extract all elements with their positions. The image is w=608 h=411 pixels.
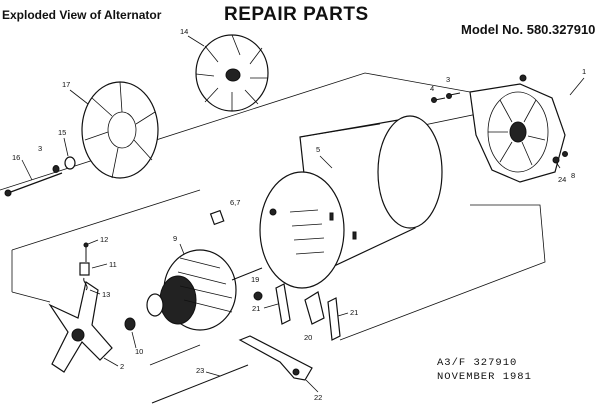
- callout-5: 5: [316, 145, 320, 154]
- connector-part: [209, 209, 225, 226]
- callout-13: 13: [102, 290, 110, 299]
- rotor-part: [146, 249, 263, 331]
- model-number: Model No. 580.327910: [461, 22, 596, 37]
- callout-2: 2: [120, 362, 124, 371]
- callout-21-right: 21: [350, 308, 358, 317]
- drawing-date: NOVEMBER 1981: [437, 371, 532, 383]
- strap-right-part: [327, 297, 341, 341]
- callout-8: 8: [571, 171, 575, 180]
- callout-14: 14: [180, 27, 188, 36]
- callout-labels: 1 2 3 3 4 5 6,7 8 9 10 11 12 13 14 15 16…: [12, 27, 586, 402]
- callout-6-7: 6,7: [230, 198, 240, 207]
- housing-screws-part: [431, 92, 568, 157]
- callout-9: 9: [173, 234, 177, 243]
- bracket-part: [304, 291, 325, 325]
- base-bracket-part: [238, 335, 313, 381]
- through-bolt-part: [4, 156, 76, 197]
- rod-part: [151, 364, 249, 404]
- callout-1: 1: [582, 67, 586, 76]
- callout-10: 10: [135, 347, 143, 356]
- callout-22: 22: [314, 393, 322, 402]
- stator-cylinder-part: [259, 115, 443, 289]
- baffle-disc-part: [81, 81, 159, 179]
- callout-3-housing: 3: [446, 75, 450, 84]
- callout-16: 16: [12, 153, 20, 162]
- callout-3-bolt: 3: [38, 144, 42, 153]
- strap-left-part: [275, 283, 291, 325]
- callout-19: 19: [251, 275, 259, 284]
- callout-17: 17: [62, 80, 70, 89]
- callout-23: 23: [196, 366, 204, 375]
- callout-12: 12: [100, 235, 108, 244]
- drawing-code: A3/F 327910: [437, 357, 518, 369]
- callout-21-left: 21: [252, 304, 260, 313]
- bearing-part: [124, 317, 136, 331]
- nut-part: [253, 291, 263, 301]
- callout-24: 24: [558, 175, 566, 184]
- callout-15: 15: [58, 128, 66, 137]
- page-title: REPAIR PARTS: [224, 4, 369, 25]
- end-housing-part: [469, 74, 566, 183]
- callout-11: 11: [109, 260, 117, 269]
- diagram-title: Exploded View of Alternator: [2, 8, 162, 22]
- callout-4: 4: [430, 84, 434, 93]
- brush-holder-part: [79, 242, 90, 291]
- coupling-part: [48, 281, 113, 373]
- callout-20: 20: [304, 333, 312, 342]
- fan-part: [195, 34, 269, 112]
